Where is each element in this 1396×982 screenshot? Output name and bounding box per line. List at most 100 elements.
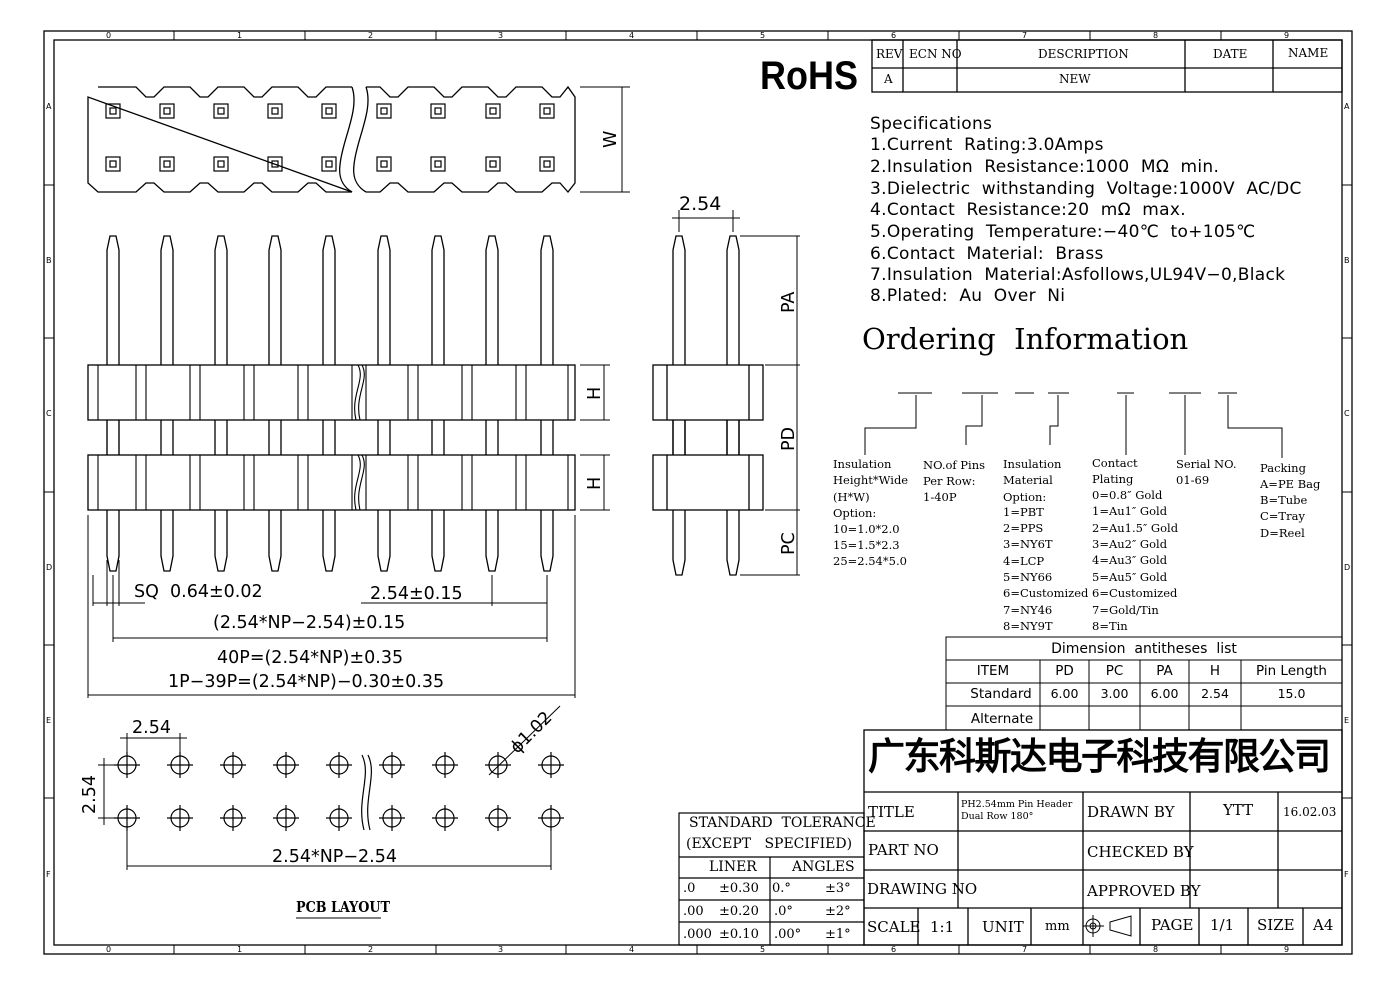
spec-item-3: 3.Dielectric withstanding Voltage:1000V …: [870, 179, 1302, 199]
scale-label: SCALE: [867, 918, 921, 936]
order-group-plating-opt7: 6=Customized: [1092, 586, 1178, 600]
spec-item-6: 6.Contact Material: Brass: [870, 244, 1104, 264]
approved-by-label: APPROVED BY: [1087, 882, 1201, 900]
order-group-plating-opt6: 5=Au5″ Gold: [1092, 570, 1168, 584]
border-label-top-2: 2: [368, 31, 374, 40]
pcb-pitch-y-label: 2.54: [80, 775, 100, 814]
border-label-top-3: 3: [498, 31, 504, 40]
tolerance-title-1: STANDARD TOLERANCE: [689, 815, 876, 831]
title-value: PH2.54mm Pin Header Dual Row 180°: [961, 799, 1073, 822]
border-label-top-9: 9: [1284, 31, 1290, 40]
tol-row3-angle-value: ±1°: [825, 927, 851, 942]
order-group-material-opt3: 3=NY6T: [1003, 537, 1053, 551]
dim-label-pa: PA: [779, 291, 799, 313]
border-label-left-a: A: [46, 102, 52, 111]
tolerance-title-2: (EXCEPT SPECIFIED): [686, 836, 853, 852]
dim-label-h-upper: H: [585, 386, 605, 400]
front-bottom-dimensions: [87, 515, 576, 698]
dim-header-pc: PC: [1105, 663, 1124, 679]
projection-symbol: [1083, 915, 1132, 937]
tolerance-liner-header: LINER: [709, 859, 757, 875]
border-label-top-4: 4: [629, 31, 635, 40]
dim-standard-pd: 6.00: [1050, 686, 1079, 701]
rev-header-description: DESCRIPTION: [1038, 47, 1129, 61]
border-label-right-f: F: [1344, 870, 1349, 879]
tol-row2-angle: .0°: [774, 904, 793, 919]
checked-by-label: CHECKED BY: [1087, 843, 1194, 861]
border-label-bottom-4: 4: [629, 945, 635, 954]
size-label: SIZE: [1257, 916, 1295, 934]
rev-header-date: DATE: [1213, 47, 1248, 61]
spec-item-8: 8.Plated: Au Over Ni: [870, 286, 1066, 306]
dim-standard-pin-length: 15.0: [1277, 686, 1306, 701]
dim-standard-pa: 6.00: [1150, 686, 1179, 701]
order-group-material-opt8: 8=NY9T: [1003, 619, 1053, 633]
border-label-right-c: C: [1344, 409, 1350, 418]
order-group-plating-opt1: 0=0.8″ Gold: [1092, 488, 1163, 502]
spec-item-2: 2.Insulation Resistance:1000 MΩ min.: [870, 157, 1220, 177]
pcb-span-label: 2.54*NP−2.54: [272, 847, 397, 867]
front-view-housing: [87, 364, 576, 511]
order-group-plating-opt5: 4=Au3″ Gold: [1092, 553, 1168, 567]
pcb-layout-label: PCB LAYOUT: [296, 898, 390, 916]
dimension-table-grid: [945, 636, 1342, 730]
border-label-right-a: A: [1344, 102, 1350, 111]
rev-value-a: A: [884, 72, 893, 86]
dim-alternate-item: Alternate: [970, 711, 1034, 727]
order-group-plating-title: Contact Plating: [1092, 456, 1138, 487]
tol-row1-linear: .0: [683, 881, 696, 896]
order-group-material-title: Insulation Material Option:: [1003, 457, 1062, 504]
order-group-material-opt2: 2=PPS: [1003, 521, 1044, 535]
dim-header-pd: PD: [1055, 663, 1074, 679]
dim-label-w: W: [601, 130, 621, 148]
order-group-plating-opt3: 2=Au1.5″ Gold: [1092, 521, 1179, 535]
specifications-title: Specifications: [870, 114, 993, 134]
border-label-top-5: 5: [760, 31, 766, 40]
rohs-mark: RoHS: [760, 54, 859, 98]
border-label-right-b: B: [1344, 256, 1350, 265]
unit-label: UNIT: [982, 918, 1024, 936]
rev-header-rev: REV: [876, 47, 903, 61]
tolerance-angles-header: ANGLES: [792, 859, 855, 875]
border-label-bottom-2: 2: [368, 945, 374, 954]
order-group-height-opt2: 15=1.5*2.3: [833, 538, 900, 552]
order-group-material-opt4: 4=LCP: [1003, 554, 1045, 568]
title-label: TITLE: [868, 803, 915, 821]
tol-row1-angle-value: ±3°: [825, 881, 851, 896]
spec-item-7: 7.Insulation Material:Asfollows,UL94V−0,…: [870, 265, 1286, 285]
top-view-housing: [87, 85, 630, 194]
border-label-bottom-3: 3: [498, 945, 504, 954]
order-group-plating-opt2: 1=Au1″ Gold: [1092, 504, 1168, 518]
rev-value-description: NEW: [1059, 72, 1091, 86]
order-group-serial-title: Serial NO.: [1176, 457, 1237, 471]
ordering-title: Ordering Information: [862, 322, 1189, 356]
order-group-packing-opt3: C=Tray: [1260, 509, 1305, 523]
spec-item-1: 1.Current Rating:3.0Amps: [870, 135, 1104, 155]
page-value: 1/1: [1210, 916, 1235, 934]
border-label-left-c: C: [46, 409, 52, 418]
unit-value: mm: [1045, 919, 1070, 934]
dim-label-length-40p: 40P=(2.54*NP)±0.35: [217, 648, 404, 668]
border-label-right-e: E: [1344, 716, 1350, 725]
order-group-plating-opt8: 7=Gold/Tin: [1092, 603, 1159, 617]
spec-item-4: 4.Contact Resistance:20 mΩ max.: [870, 200, 1186, 220]
order-group-height-opt1: 10=1.0*2.0: [833, 522, 900, 536]
dim-label-sq: SQ 0.64±0.02: [134, 582, 263, 602]
border-label-bottom-1: 1: [237, 945, 243, 954]
tol-row1-angle: 0.°: [772, 881, 791, 896]
border-ticks: [44, 31, 1352, 954]
dim-header-item: ITEM: [976, 663, 1010, 679]
dim-standard-h: 2.54: [1201, 686, 1229, 701]
order-group-packing-opt2: B=Tube: [1260, 493, 1308, 507]
dim-label-span: (2.54*NP−2.54)±0.15: [213, 613, 406, 633]
border-label-bottom-0: 0: [106, 945, 112, 954]
scale-value: 1:1: [930, 918, 955, 936]
border-label-left-e: E: [46, 716, 52, 725]
company-name: 广东科斯达电子科技有限公司: [868, 735, 1331, 778]
order-group-pins-title: NO.of Pins Per Row:: [923, 458, 986, 489]
tol-row2-angle-value: ±2°: [825, 904, 851, 919]
tol-row3-angle: .00°: [774, 927, 802, 942]
dimension-table-title: Dimension antitheses list: [1051, 641, 1237, 657]
order-group-plating-opt4: 3=Au2″ Gold: [1092, 537, 1168, 551]
